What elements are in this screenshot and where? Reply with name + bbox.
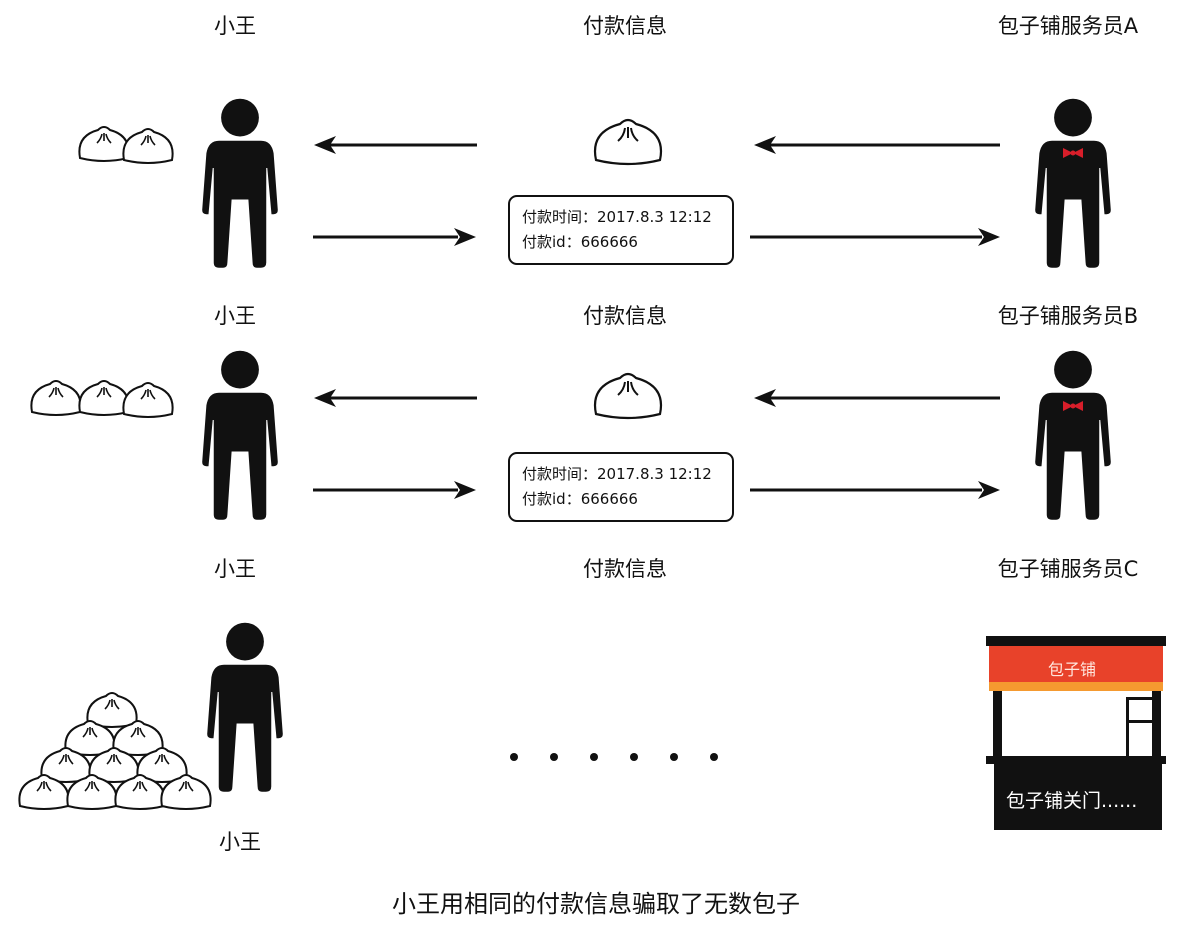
customer-label-row-b: 小王	[214, 557, 256, 581]
payment-label-row-a: 付款信息	[583, 304, 667, 328]
payment-card-row-b: 付款时间：2017.8.3 12:12 付款id：666666	[508, 452, 734, 522]
bun-icon-row-b	[593, 372, 663, 420]
arrow-right-icon-a2	[750, 228, 1000, 246]
payment-id-text: 付款id：666666	[522, 233, 638, 251]
bun-pair-row-a	[78, 126, 174, 164]
diagram-caption: 小王用相同的付款信息骗取了无数包子	[392, 890, 800, 918]
clerk-c-figure	[1035, 350, 1111, 520]
clerk-c-label: 包子铺服务员C	[997, 557, 1139, 581]
shop-icon	[986, 636, 1166, 830]
payment-time-text: 付款时间：2017.8.3 12:12	[522, 465, 712, 483]
bun-pyramid	[18, 692, 212, 810]
clerk-b-label: 包子铺服务员B	[997, 304, 1139, 328]
bun-triple-row-b	[30, 380, 174, 418]
bun-icon-row-a	[593, 118, 663, 166]
shop-sign-text: 包子铺	[1048, 660, 1097, 679]
arrow-left-icon-a2	[754, 136, 1000, 154]
header-payment-label: 付款信息	[583, 14, 667, 38]
arrow-right-icon-a1	[313, 228, 476, 246]
customer-label-row-a: 小王	[214, 304, 256, 328]
arrow-left-icon-a1	[314, 136, 477, 154]
arrow-left-icon-b2	[754, 389, 1000, 407]
ellipsis-dots-icon	[510, 753, 718, 761]
customer-figure-row-b	[202, 350, 278, 520]
customer-label-final: 小王	[219, 830, 261, 854]
arrow-right-icon-b1	[313, 481, 476, 499]
customer-figure-final	[207, 622, 283, 792]
payment-card-row-a: 付款时间：2017.8.3 12:12 付款id：666666	[508, 195, 734, 265]
customer-figure-row-a	[202, 98, 278, 268]
header-customer-label: 小王	[214, 14, 256, 38]
header-clerk-a-label: 包子铺服务员A	[997, 14, 1139, 38]
arrow-right-icon-b2	[750, 481, 1000, 499]
arrow-left-icon-b1	[314, 389, 477, 407]
clerk-a-figure	[1035, 98, 1111, 268]
payment-id-text: 付款id：666666	[522, 490, 638, 508]
payment-time-text: 付款时间：2017.8.3 12:12	[522, 208, 712, 226]
payment-label-row-b: 付款信息	[583, 557, 667, 581]
shop-closed-text: 包子铺关门......	[1006, 790, 1138, 812]
